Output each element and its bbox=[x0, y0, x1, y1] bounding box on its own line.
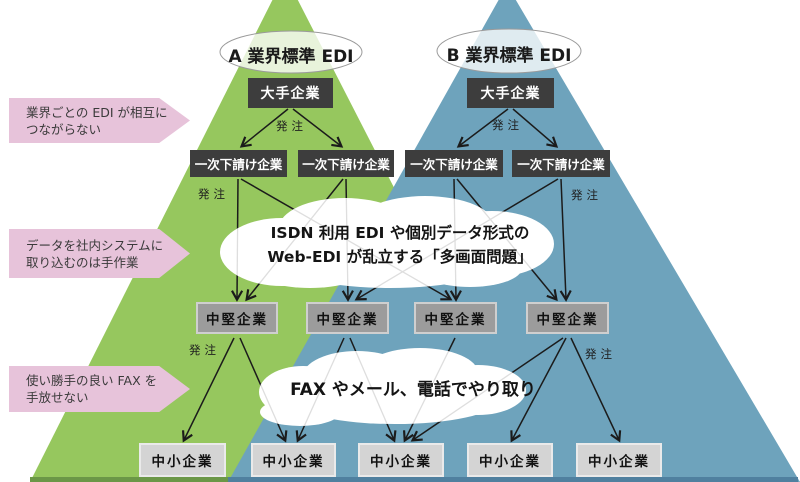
callout-line: つながらない bbox=[26, 122, 102, 137]
callout-line: 手放せない bbox=[26, 390, 89, 405]
callout-line: 業界ごとの EDI が相互に bbox=[26, 105, 168, 120]
callout-keep-using-fax: 使い勝手の良い FAX を 手放せない bbox=[9, 366, 190, 412]
major-company-box-b: 大手企業 bbox=[467, 78, 554, 108]
small-company-box-3: 中小企業 bbox=[358, 443, 444, 477]
order-arrow bbox=[512, 108, 559, 148]
cloud-line: ISDN 利用 EDI や個別データ形式の bbox=[270, 224, 530, 242]
midsize-company-box-1: 中堅企業 bbox=[196, 302, 278, 334]
major-company-box-a: 大手企業 bbox=[248, 78, 333, 108]
tier1-subcontractor-box-2: 一次下請け企業 bbox=[298, 150, 394, 177]
order-arrow bbox=[570, 337, 622, 443]
industry-b-title: B 業界標準 EDI bbox=[446, 46, 572, 66]
multi-screen-cloud bbox=[220, 196, 554, 288]
tier1-subcontractor-box-4: 一次下請け企業 bbox=[512, 150, 610, 177]
title-ellipse-a bbox=[219, 30, 363, 74]
small-company-box-2: 中小企業 bbox=[251, 443, 336, 477]
tier1-subcontractor-box-3: 一次下請け企業 bbox=[405, 150, 503, 177]
midsize-company-box-4: 中堅企業 bbox=[526, 302, 609, 334]
industry-a-title: A 業界標準 EDI bbox=[228, 47, 354, 67]
callout-manual-data-entry: データを社内システムに 取り込むのは手作業 bbox=[9, 229, 190, 278]
callout-edi-not-connected: 業界ごとの EDI が相互に つながらない bbox=[9, 98, 190, 143]
order-label-major-a: 発注 bbox=[276, 119, 307, 133]
arrows-major-to-tier1 bbox=[239, 108, 559, 148]
order-arrow bbox=[292, 108, 344, 148]
midsize-company-box-3: 中堅企業 bbox=[414, 302, 497, 334]
small-company-box-1: 中小企業 bbox=[139, 443, 226, 477]
midsize-company-box-2: 中堅企業 bbox=[306, 302, 389, 334]
order-label-midsize-left: 発注 bbox=[189, 343, 220, 357]
order-label-tier1-left: 発注 bbox=[198, 187, 229, 201]
callout-line: 使い勝手の良い FAX を bbox=[26, 373, 158, 388]
order-arrow bbox=[181, 337, 235, 443]
fax-cloud-text: FAX やメール、電話でやり取り bbox=[263, 379, 563, 401]
order-arrow bbox=[559, 178, 572, 302]
pyramid-b-base-strip bbox=[228, 477, 798, 482]
fax-cloud bbox=[259, 348, 526, 426]
small-company-box-5: 中小企業 bbox=[576, 443, 662, 477]
pyramid-a-base-strip bbox=[30, 477, 228, 482]
tier1-subcontractor-box-1: 一次下請け企業 bbox=[190, 150, 287, 177]
multi-screen-cloud-text: ISDN 利用 EDI や個別データ形式の Web-EDI が乱立する「多画面問… bbox=[230, 221, 570, 269]
order-label-midsize-right: 発注 bbox=[585, 347, 616, 361]
cloud-line: Web-EDI が乱立する「多画面問題」 bbox=[267, 248, 533, 266]
title-ellipse-b bbox=[436, 28, 582, 74]
order-arrow bbox=[456, 108, 509, 148]
order-arrow bbox=[239, 108, 289, 148]
order-arrow bbox=[510, 337, 567, 443]
callout-line: 取り込むのは手作業 bbox=[26, 255, 139, 270]
small-company-box-4: 中小企業 bbox=[467, 443, 553, 477]
order-label-tier1-right: 発注 bbox=[571, 188, 602, 202]
order-label-major-b: 発注 bbox=[492, 118, 523, 132]
callout-line: データを社内システムに bbox=[26, 238, 164, 253]
cloud-line: FAX やメール、電話でやり取り bbox=[290, 380, 536, 400]
